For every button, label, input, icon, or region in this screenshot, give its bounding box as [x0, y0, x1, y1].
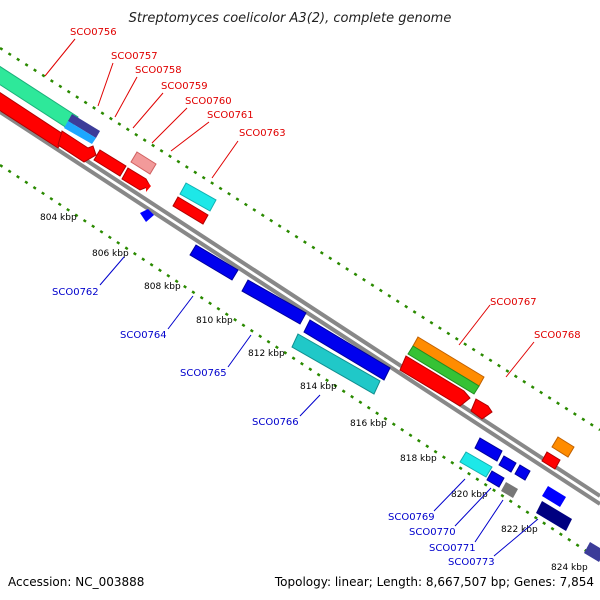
gene-SCO0766-block [291, 333, 381, 395]
label-SCO0771: SCO0771 [429, 543, 476, 554]
genome-stats-text: Topology: linear; Length: 8,667,507 bp; … [274, 575, 594, 589]
label-SCO0766: SCO0766 [252, 417, 299, 428]
tick-804: 804 kbp [40, 213, 77, 223]
tick-808: 808 kbp [144, 282, 181, 292]
gene-red-block-4 [121, 167, 151, 191]
reverse-gene-labels: SCO0762 SCO0764 SCO0765 SCO0766 SCO0769 … [52, 256, 539, 568]
tick-824: 824 kbp [551, 563, 588, 573]
label-SCO0767: SCO0767 [490, 297, 537, 308]
tick-822: 822 kbp [501, 525, 538, 535]
gene-SCO0764-block [189, 244, 239, 281]
genome-title: Streptomyces coelicolor A3(2), complete … [129, 11, 452, 26]
tick-814: 814 kbp [300, 382, 337, 392]
gene-SCO0762-block [140, 209, 154, 222]
tick-812: 812 kbp [248, 349, 285, 359]
gene-SCO0765-block [241, 279, 307, 325]
tick-820: 820 kbp [451, 490, 488, 500]
tick-labels: 804 kbp 806 kbp 808 kbp 810 kbp 812 kbp … [40, 213, 588, 573]
gene-red-block-3 [93, 149, 127, 177]
gene-reverse-block-d [542, 486, 566, 507]
gene-SCO0770-block [486, 470, 505, 488]
label-SCO0770: SCO0770 [409, 527, 456, 538]
gene-red-block-6 [399, 355, 471, 407]
backbone [0, 102, 600, 506]
forward-gene-labels: SCO0756 SCO0757 SCO0758 SCO0759 SCO0760 … [44, 27, 581, 378]
label-SCO0762: SCO0762 [52, 287, 99, 298]
label-SCO0763: SCO0763 [239, 128, 286, 139]
tick-806: 806 kbp [92, 249, 129, 259]
gene-SCO0771-block [501, 482, 518, 498]
label-SCO0757: SCO0757 [111, 51, 158, 62]
label-SCO0760: SCO0760 [185, 96, 232, 107]
gene-red-block-1 [0, 91, 67, 149]
guide-lines [0, 46, 600, 562]
reverse-strand-genes [140, 209, 600, 562]
gene-reverse-block-b [498, 455, 517, 473]
label-SCO0758: SCO0758 [135, 65, 182, 76]
label-SCO0773: SCO0773 [448, 557, 495, 568]
gene-lightblue-small [64, 121, 96, 144]
gene-green-block [407, 345, 480, 395]
gene-red-block-2 [57, 130, 97, 163]
label-SCO0756: SCO0756 [70, 27, 117, 38]
accession-text: Accession: NC_003888 [8, 575, 144, 589]
gene-navy-edge [584, 542, 600, 562]
gene-SCO0768-block [551, 436, 575, 458]
gene-reverse-block-a [474, 437, 503, 462]
gene-red-block-5 [172, 196, 209, 225]
label-SCO0759: SCO0759 [161, 81, 208, 92]
gene-reverse-block-long [303, 319, 391, 381]
forward-strand-genes [0, 65, 575, 470]
gene-navy-small [68, 114, 100, 138]
label-SCO0765: SCO0765 [180, 368, 227, 379]
gene-red-small-arrow [146, 181, 151, 192]
gene-SCO0769-block [459, 451, 493, 478]
tick-810: 810 kbp [196, 316, 233, 326]
label-SCO0769: SCO0769 [388, 512, 435, 523]
label-SCO0764: SCO0764 [120, 330, 167, 341]
gene-reverse-block-c [514, 464, 531, 481]
gene-red-block-7 [470, 398, 493, 420]
label-SCO0768: SCO0768 [534, 330, 581, 341]
label-SCO0761: SCO0761 [207, 110, 254, 121]
tick-818: 818 kbp [400, 454, 437, 464]
gene-red-block-8 [541, 451, 561, 470]
gene-SCO0763-block [179, 182, 217, 212]
tick-816: 816 kbp [350, 419, 387, 429]
inner-reverse-guide [0, 163, 600, 562]
gene-SCO0773-block [536, 501, 572, 531]
gene-SCO0759-block [130, 151, 157, 175]
outer-forward-guide [0, 46, 600, 432]
